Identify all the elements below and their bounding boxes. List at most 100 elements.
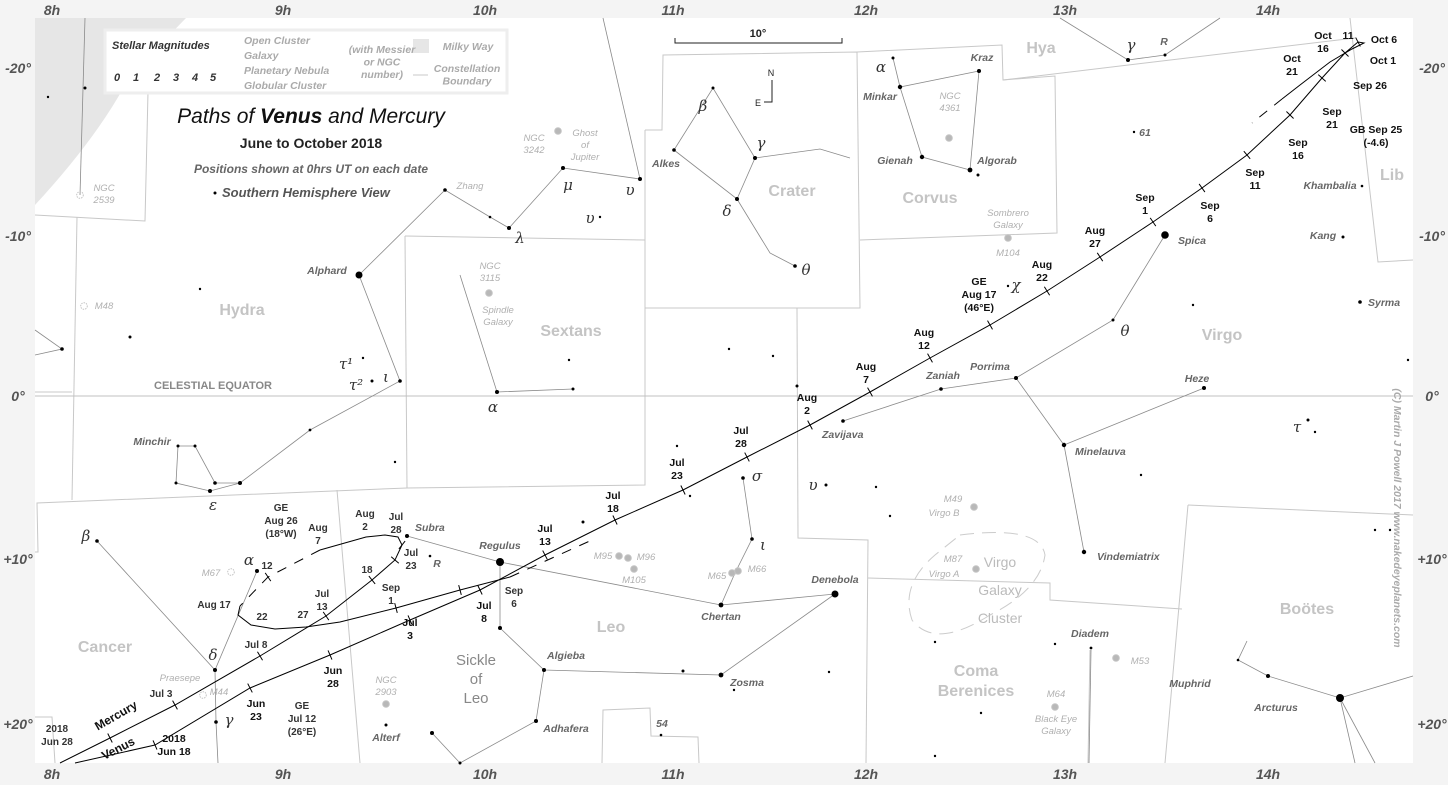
constellation-boundary — [796, 307, 869, 764]
label-line: 28 — [327, 678, 339, 690]
stars-chertan-label: Chertan — [701, 611, 741, 623]
label-line: Ghost — [572, 128, 598, 139]
label-line: Oct — [1314, 30, 1332, 42]
galaxy-icon — [485, 289, 493, 297]
greek-beta-crt-label: β — [698, 97, 708, 115]
label-line: 27 — [1089, 238, 1101, 250]
axes-ra-top-2-label: 10h — [473, 2, 497, 18]
venus-date-tick — [1243, 150, 1251, 160]
axes-ra-top-3-label: 11h — [661, 2, 684, 18]
label-line: 3242 — [523, 145, 545, 156]
venus-date-tick — [680, 485, 686, 495]
stars-zhang-label: Zhang — [456, 181, 485, 192]
label-line: Jul — [476, 600, 491, 612]
star-dot — [1266, 674, 1270, 678]
constellation-figure-line — [1339, 697, 1376, 764]
greek-beta-cnc-label: β — [81, 527, 91, 545]
deep-sky-m48-label: M48 — [95, 301, 114, 312]
venus-date-tick — [927, 353, 933, 363]
venus-date-tick — [744, 452, 750, 462]
greek-gamma-hya-label: γ — [1127, 36, 1136, 54]
star-dot — [1161, 231, 1169, 239]
label-line: Aug 26 — [264, 516, 298, 527]
label-line: Constellation — [434, 63, 501, 75]
label-line: 3 — [407, 630, 413, 642]
greek-alpha-cnc-label: α — [244, 551, 254, 569]
star-dot — [1358, 300, 1362, 304]
star-dot — [193, 444, 197, 448]
greek-delta-cnc-label: δ — [208, 646, 217, 664]
star-dot — [458, 761, 462, 765]
scale-east-label: E — [755, 98, 761, 108]
star-dot — [727, 347, 731, 351]
constellations-virgo-label: Virgo — [1202, 327, 1243, 344]
label-line: (26°E) — [288, 727, 316, 738]
label-line: Jul — [389, 512, 404, 523]
deep-sky-m44-label: M44 — [210, 687, 228, 698]
venus-date-tick — [987, 320, 993, 330]
venus-labels-gb-sep25-label: GB Sep 25(-4.6) — [1350, 124, 1403, 149]
legend-open-cluster-label: Open Cluster — [244, 35, 311, 47]
label-line: Jul 12 — [288, 714, 317, 725]
venus-labels-sep26-label: Sep 26 — [1353, 80, 1387, 92]
virgo-cluster-outline — [908, 532, 1046, 635]
stars-gienah-label: Gienah — [877, 155, 913, 167]
mercury-date-tick — [172, 700, 178, 710]
label-line: Jun 28 — [41, 737, 73, 748]
deep-sky-m87-label: M87 — [944, 554, 963, 565]
stars-minelauva-label: Minelauva — [1075, 446, 1126, 458]
greek-tau1-hya-label: τ¹ — [339, 355, 353, 373]
label-line: Aug 17 — [961, 289, 996, 301]
star-dot — [255, 569, 259, 573]
deep-sky-m65-label: M65 — [708, 571, 727, 582]
stars-khambalia-label: Khambalia — [1303, 180, 1356, 192]
star-dot — [534, 719, 538, 723]
constellation-boundary — [35, 716, 56, 764]
star-dot — [1111, 318, 1115, 322]
greek-alpha-crv-label: α — [876, 58, 886, 76]
star-dot — [507, 226, 511, 230]
deep-sky-m66-label: M66 — [748, 564, 767, 575]
star-dot — [1202, 386, 1206, 390]
label-line: Aug — [914, 327, 934, 339]
star-dot — [443, 188, 447, 192]
label-line: 11 — [1249, 180, 1260, 192]
star-dot — [919, 154, 925, 160]
label-line: 18 — [607, 503, 619, 515]
star-dot — [1313, 430, 1317, 434]
open-cluster-icon — [199, 691, 207, 699]
open-cluster-icon — [76, 191, 84, 199]
venus-date-tick — [807, 420, 813, 430]
mercury-path — [59, 534, 403, 764]
label-line: 2903 — [374, 687, 397, 698]
star-dot — [979, 711, 983, 715]
stars-regulus-label: Regulus — [479, 540, 521, 552]
label-line: Sep — [1245, 167, 1264, 179]
stars-denebola-label: Denebola — [811, 574, 858, 586]
constellation-boundary — [34, 91, 149, 222]
mercury-date-tick — [394, 603, 398, 613]
deep-sky-virgo-a-label: Virgo A — [929, 569, 960, 580]
constellation-figure-line — [754, 148, 851, 159]
constellation-figure-line — [1088, 649, 1092, 764]
axes-dec-right-3-label: +10° — [1417, 551, 1447, 567]
hemisphere-view-note: Southern Hemisphere View — [222, 185, 391, 200]
constellation-figure-line — [406, 535, 837, 676]
venus-labels-oct1-label: Oct 1 — [1370, 55, 1396, 67]
star-dot — [176, 444, 180, 448]
venus-date-tick — [247, 683, 253, 693]
star-dot — [95, 539, 99, 543]
stars-r-leo-label: R — [433, 558, 441, 570]
venus-date-tick — [1096, 252, 1104, 262]
label-line: 23 — [405, 561, 417, 572]
